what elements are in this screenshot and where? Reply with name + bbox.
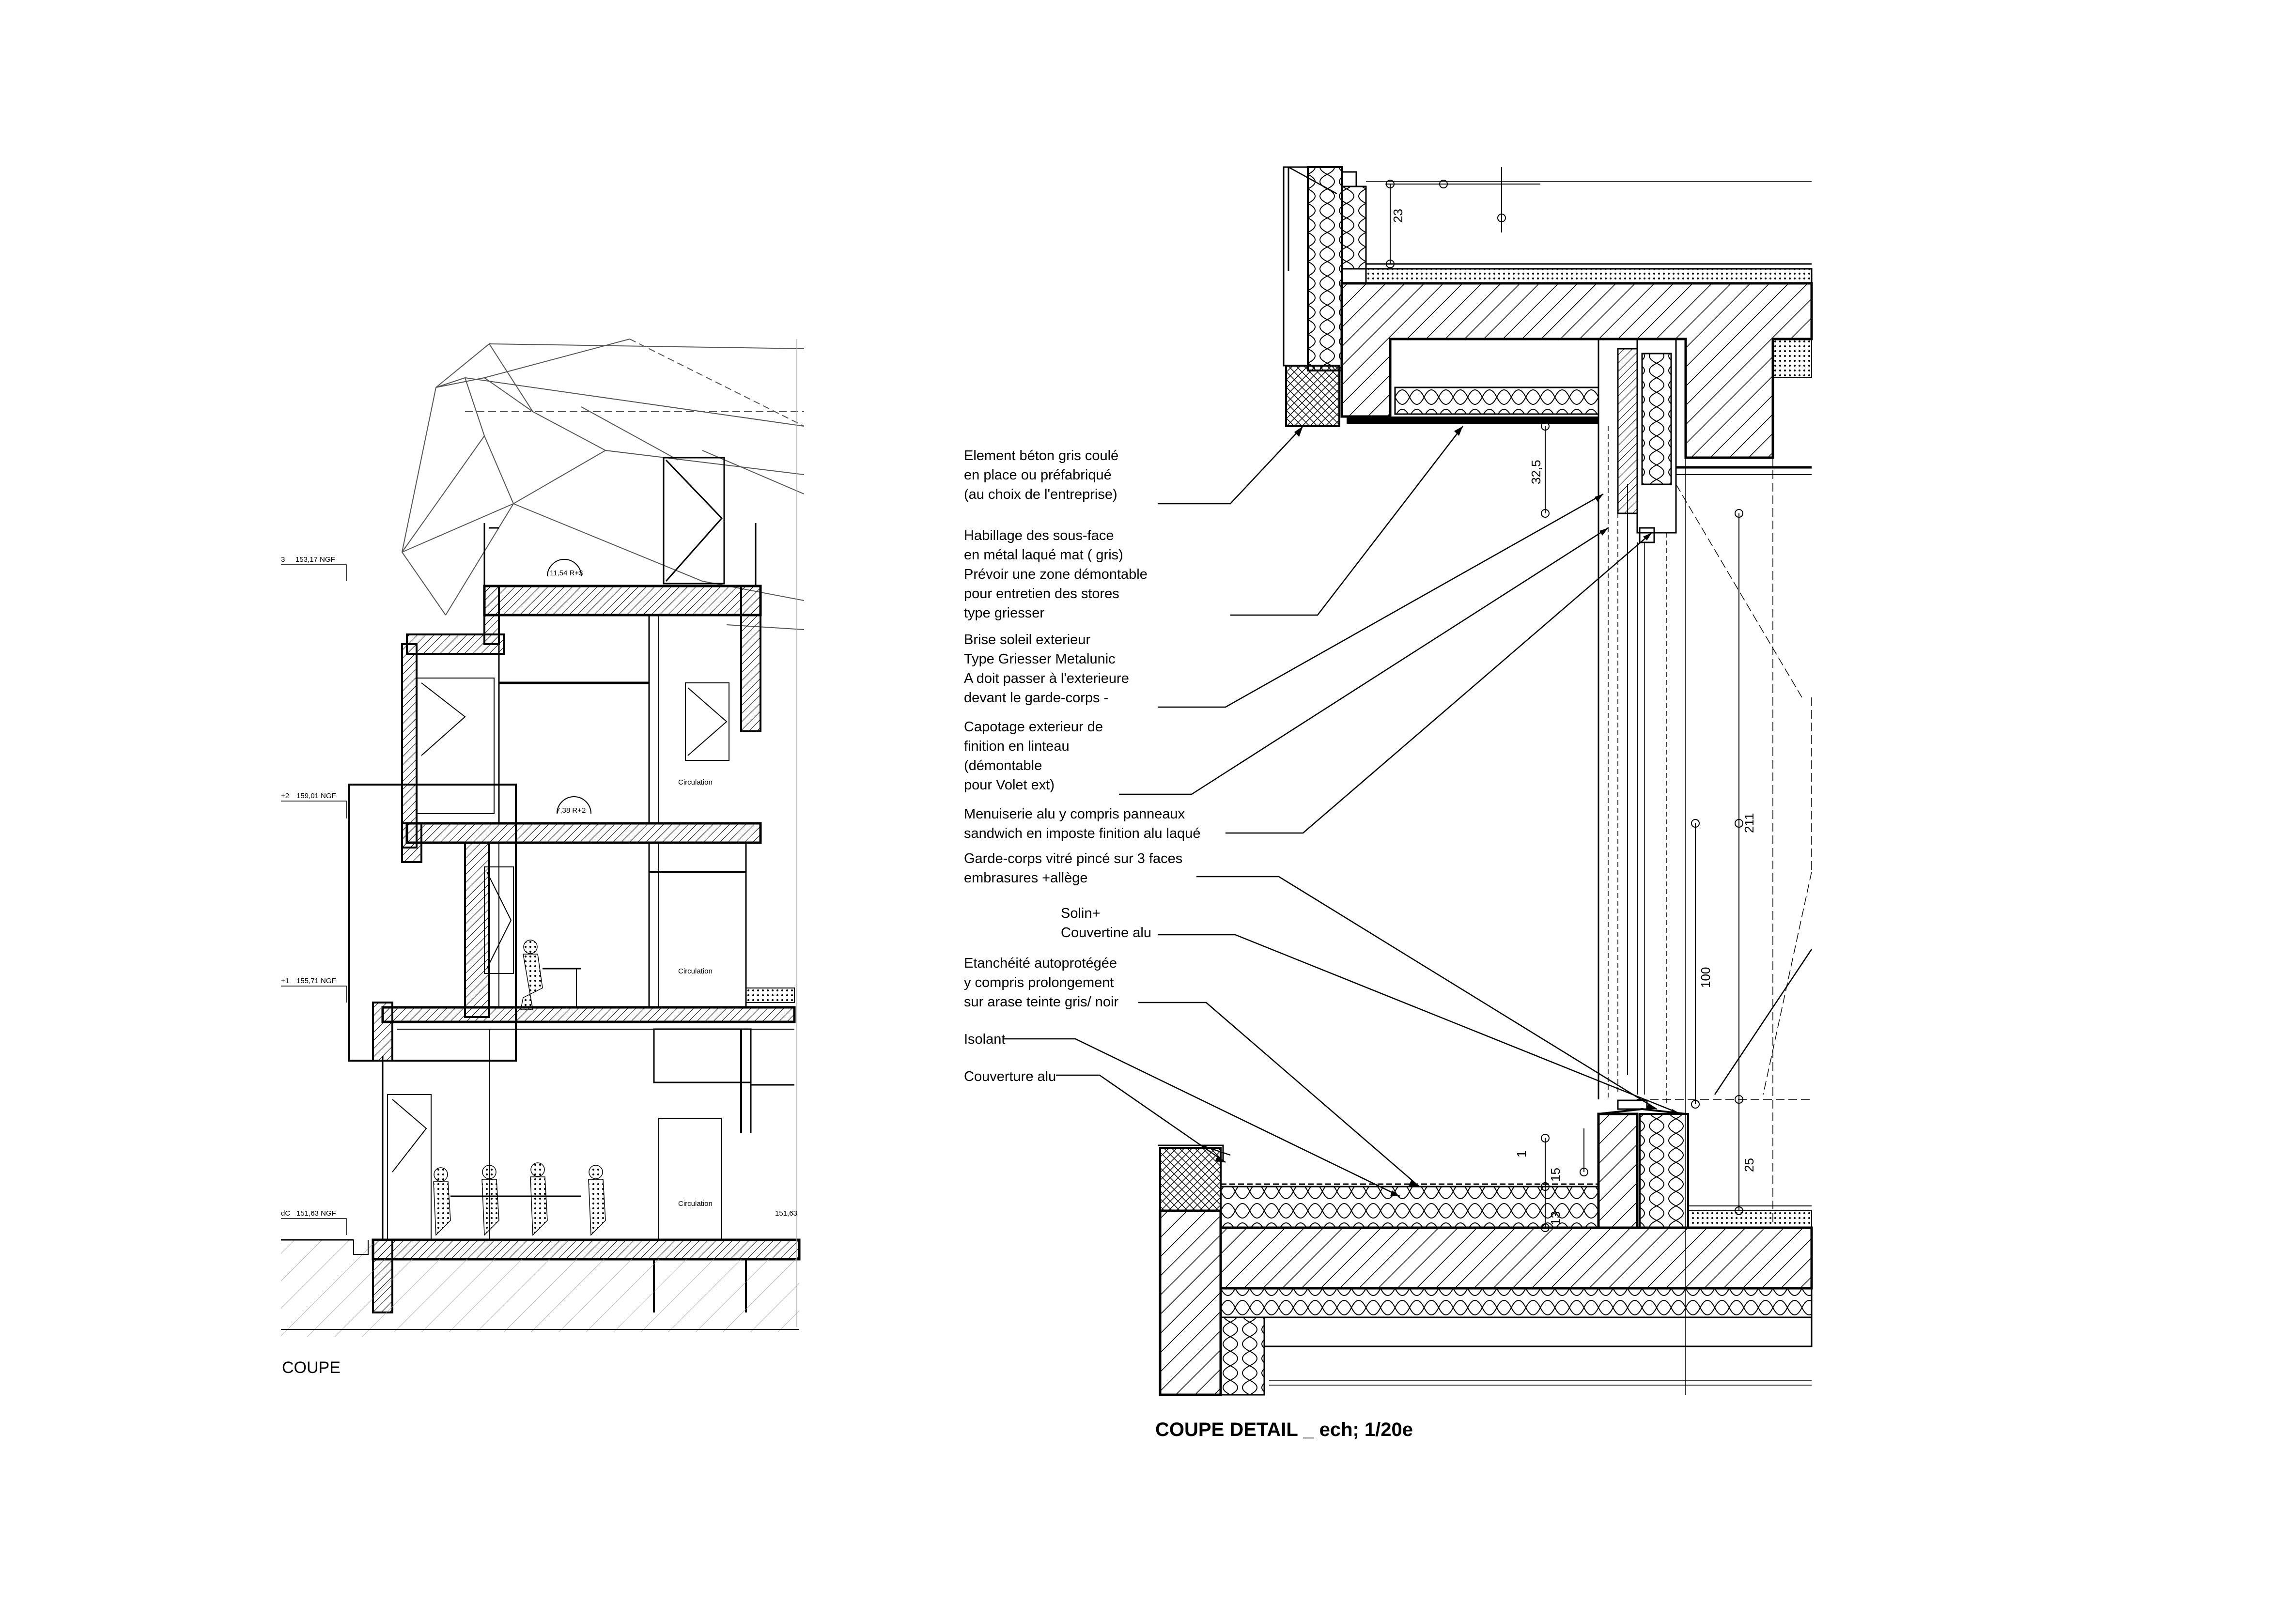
svg-text:Type Griesser Metalunic: Type Griesser Metalunic xyxy=(964,651,1116,667)
svg-text:devant le garde-corps -: devant le garde-corps - xyxy=(964,690,1108,706)
svg-text:Solin+: Solin+ xyxy=(1061,906,1100,921)
svg-text:Capotage exterieur de: Capotage exterieur de xyxy=(964,719,1103,735)
room-label-r2: Circulation xyxy=(678,778,713,787)
detail-title: COUPE DETAIL _ ech; 1/20e xyxy=(1155,1419,1413,1440)
svg-text:Element béton gris coulé: Element béton gris coulé xyxy=(964,448,1118,463)
svg-text:finition en linteau: finition en linteau xyxy=(964,739,1070,754)
dim-211: 211 xyxy=(1742,813,1756,833)
annotation-soffit-cladding: Habillage des sous-face en métal laqué m… xyxy=(964,528,1148,621)
detail-section: 23 32,5 211 100 25 15 13 1 xyxy=(949,166,1813,1440)
svg-text:153,17 NGF: 153,17 NGF xyxy=(295,556,335,564)
level-marker-rdc: dC 151,63 NGF 151,63 xyxy=(281,1209,797,1235)
room-label-rdc: Circulation xyxy=(678,1200,713,1208)
level-marker-r2: +2 159,01 NGF xyxy=(281,792,347,818)
svg-text:y compris prolongement: y compris prolongement xyxy=(964,975,1114,990)
annotation-aluminium-cover: Couverture alu xyxy=(964,1069,1056,1084)
right-cut-level: 151,63 xyxy=(775,1209,797,1218)
annotation-insulation: Isolant xyxy=(964,1032,1005,1047)
dimension-lines xyxy=(1385,167,1743,1232)
svg-text:Menuiserie alu y compris panne: Menuiserie alu y compris panneaux xyxy=(964,806,1185,822)
svg-text:3: 3 xyxy=(281,556,285,564)
svg-text:en place ou préfabriqué: en place ou préfabriqué xyxy=(964,467,1112,483)
svg-text:pour entretien des stores: pour entretien des stores xyxy=(964,586,1119,602)
storey-rdc xyxy=(281,1028,801,1337)
svg-text:en métal laqué mat ( gris): en métal laqué mat ( gris) xyxy=(964,547,1123,563)
dim-1: 1 xyxy=(1514,1151,1529,1157)
svg-text:159,01 NGF: 159,01 NGF xyxy=(296,792,336,800)
svg-text:type griesser: type griesser xyxy=(964,605,1044,621)
svg-text:Brise soleil exterieur: Brise soleil exterieur xyxy=(964,632,1090,648)
section-caption: COUPE xyxy=(282,1358,341,1377)
annotation-flashing-coping: Solin+ Couvertine alu xyxy=(1061,906,1151,941)
svg-text:+2: +2 xyxy=(281,792,289,800)
svg-text:Couvertine alu: Couvertine alu xyxy=(1061,925,1151,941)
svg-text:pour Volet ext): pour Volet ext) xyxy=(964,777,1055,793)
height-tag-mid: 7,38 R+2 xyxy=(556,806,586,815)
dim-100: 100 xyxy=(1698,967,1713,988)
people-at-table xyxy=(433,1162,606,1236)
dim-32-5: 32,5 xyxy=(1529,460,1543,484)
svg-text:(au choix de l'entreprise): (au choix de l'entreprise) xyxy=(964,487,1117,502)
svg-text:A doit passer à l'exterieure: A doit passer à l'exterieure xyxy=(964,671,1129,686)
svg-text:Habillage des sous-face: Habillage des sous-face xyxy=(964,528,1114,543)
svg-text:155,71 NGF: 155,71 NGF xyxy=(296,977,336,985)
level-marker-r1: +1 155,71 NGF xyxy=(281,977,347,1003)
seated-person xyxy=(520,940,581,1010)
svg-text:Prévoir une zone démontable: Prévoir une zone démontable xyxy=(964,567,1148,582)
annotation-aluminium-joinery: Menuiserie alu y compris panneaux sandwi… xyxy=(964,806,1200,841)
leader-lines xyxy=(1003,166,1813,1197)
detail-callout-box xyxy=(348,784,517,1062)
annotation-concrete-element: Element béton gris coulé en place ou pré… xyxy=(964,448,1118,502)
svg-text:sandwich en imposte finition: sandwich en imposte finition alu laqué xyxy=(964,826,1200,841)
dim-25: 25 xyxy=(1742,1158,1756,1172)
svg-text:Etanchéité autoprotégée: Etanchéité autoprotégée xyxy=(964,956,1117,971)
svg-text:+1: +1 xyxy=(281,977,289,985)
storey-r2 xyxy=(401,585,762,863)
dim-23: 23 xyxy=(1391,209,1405,223)
storey-r1 xyxy=(372,842,796,1062)
height-tag: 11,54 R+3 7,38 R+2 xyxy=(547,559,591,815)
dim-15: 15 xyxy=(1548,1168,1563,1182)
svg-text:Garde-corps vitré pincé sur 3: Garde-corps vitré pincé sur 3 faces xyxy=(964,851,1182,866)
building-section: 11,54 R+3 7,38 R+2 Circulation Circulati… xyxy=(281,339,805,1377)
height-tag-top: 11,54 R+3 xyxy=(550,569,583,577)
level-marker-top: 3 153,17 NGF xyxy=(281,556,347,581)
annotation-glass-guardrail: Garde-corps vitré pincé sur 3 faces embr… xyxy=(964,851,1182,886)
annotation-sun-shade: Brise soleil exterieur Type Griesser Met… xyxy=(964,632,1129,706)
svg-text:sur arase teinte gris/ noir: sur arase teinte gris/ noir xyxy=(964,994,1118,1010)
svg-text:dC: dC xyxy=(281,1209,290,1218)
annotation-lintel-cover: Capotage exterieur de finition en lintea… xyxy=(964,719,1103,793)
canopy-window xyxy=(663,457,725,585)
room-label-r1: Circulation xyxy=(678,967,713,975)
svg-text:(démontable: (démontable xyxy=(964,758,1042,773)
annotation-waterproofing: Etanchéité autoprotégée y compris prolon… xyxy=(964,956,1118,1010)
dim-13: 13 xyxy=(1548,1211,1563,1225)
svg-text:embrasures +allège: embrasures +allège xyxy=(964,870,1088,886)
leader-arrowheads xyxy=(1215,426,1681,1196)
svg-text:151,63 NGF: 151,63 NGF xyxy=(296,1209,336,1218)
